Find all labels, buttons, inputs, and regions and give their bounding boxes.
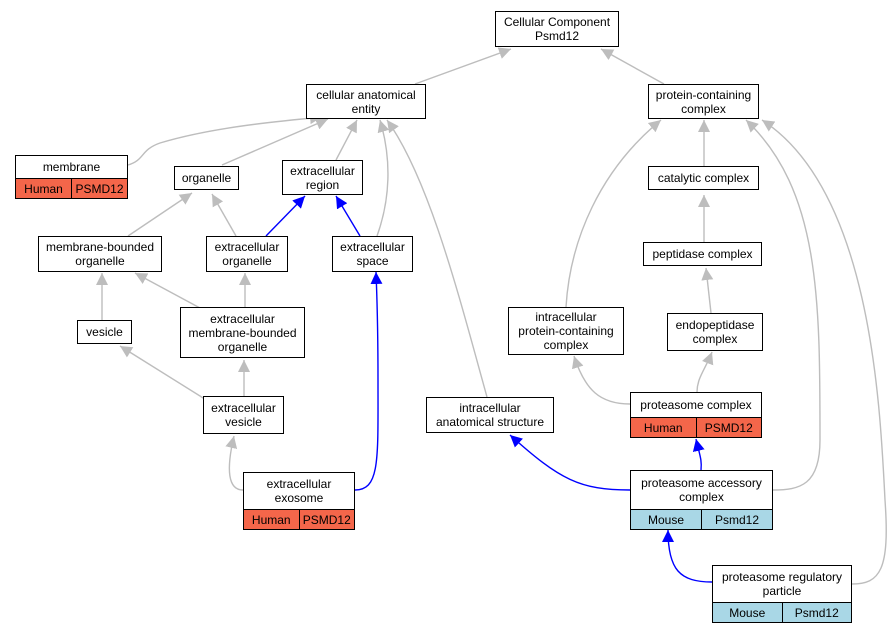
node-label: peptidase complex: [652, 247, 753, 261]
edge-es-to-cae: [376, 119, 390, 237]
edge-pac-to-proteasome: [692, 438, 705, 471]
node-intracellular-anatomical-structure[interactable]: intracellular anatomical structure: [426, 397, 554, 433]
gene-cell: Psmd12: [701, 510, 772, 529]
node-extracellular-exosome[interactable]: extracellular exosome Human PSMD12: [243, 472, 355, 530]
edge-organelle-to-cae: [221, 118, 329, 166]
edge-ev-to-vesicle: [119, 345, 209, 402]
node-label: endopeptidase complex: [675, 318, 755, 346]
annotation-row: Mouse Psmd12: [631, 509, 772, 529]
annotation-row: Human PSMD12: [244, 509, 354, 529]
node-proteasome-accessory-complex[interactable]: proteasome accessory complex Mouse Psmd1…: [630, 470, 773, 530]
edge-embo-to-mbo: [134, 272, 201, 309]
node-protein-containing-complex[interactable]: protein-containing complex: [648, 84, 759, 119]
node-label: proteasome accessory complex: [641, 476, 762, 504]
edge-membrane-to-cae: [127, 112, 323, 166]
node-label: extracellular membrane-bounded organelle: [188, 311, 297, 354]
node-proteasome-regulatory-particle[interactable]: proteasome regulatory particle Mouse Psm…: [712, 565, 852, 623]
edge-ipcc-to-pcc: [565, 119, 662, 308]
edge-eo-to-er: [265, 195, 306, 237]
node-label: cellular anatomical entity: [316, 87, 416, 116]
node-label: extracellular vesicle: [211, 401, 276, 429]
node-label: membrane: [42, 160, 101, 174]
node-endopeptidase-complex[interactable]: endopeptidase complex: [667, 313, 763, 351]
node-label: protein-containing complex: [655, 87, 752, 116]
edge-exosome-to-ev: [225, 435, 244, 491]
node-label: proteasome regulatory particle: [721, 570, 843, 598]
node-label: extracellular region: [290, 163, 355, 192]
gene-cell: Psmd12: [781, 603, 852, 622]
species-cell: Human: [643, 420, 683, 435]
node-membrane-bounded-organelle[interactable]: membrane-bounded organelle: [38, 236, 162, 272]
node-cellular-anatomical-entity[interactable]: cellular anatomical entity: [306, 84, 426, 119]
species-cell: Human: [24, 181, 63, 196]
edge-pac-to-ias: [509, 434, 631, 491]
node-vesicle[interactable]: vesicle: [77, 320, 132, 344]
annotation-row: Human PSMD12: [16, 178, 127, 198]
node-label: vesicle: [86, 325, 123, 339]
annotation-row: Human PSMD12: [631, 417, 761, 437]
edge-prp-to-pac: [662, 529, 713, 583]
node-extracellular-organelle[interactable]: extracellular organelle: [206, 236, 288, 272]
node-proteasome-complex[interactable]: proteasome complex Human PSMD12: [630, 392, 762, 438]
node-extracellular-space[interactable]: extracellular space: [332, 236, 413, 272]
node-cellular-component[interactable]: Cellular Component Psmd12: [495, 11, 619, 47]
edge-cae-to-cc: [414, 47, 512, 85]
edge-proteasome-to-endopeptidase: [696, 351, 714, 393]
edge-er-to-cae: [335, 119, 358, 161]
species-cell: Mouse: [729, 605, 766, 620]
edge-proteasome-to-ipcc: [571, 355, 631, 405]
edge-ias-to-cae: [386, 119, 488, 398]
node-catalytic-complex[interactable]: catalytic complex: [648, 166, 759, 190]
node-membrane[interactable]: membrane Human PSMD12: [15, 155, 128, 199]
edge-prp-to-pcc: [761, 119, 887, 585]
species-cell: Human: [251, 512, 291, 527]
node-label: extracellular space: [340, 240, 405, 268]
node-extracellular-vesicle[interactable]: extracellular vesicle: [203, 396, 284, 434]
node-label: catalytic complex: [657, 171, 750, 185]
species-cell: Mouse: [647, 512, 685, 527]
gene-cell: PSMD12: [298, 510, 355, 529]
edge-es-to-er: [335, 195, 361, 237]
node-organelle[interactable]: organelle: [174, 166, 239, 190]
node-label: extracellular exosome: [266, 477, 332, 505]
edge-eo-to-organelle: [211, 193, 237, 237]
node-intracellular-protein-containing-complex[interactable]: intracellular protein-containing complex: [508, 307, 624, 355]
node-peptidase-complex[interactable]: peptidase complex: [643, 242, 762, 266]
edge-exosome-to-es: [354, 271, 383, 491]
edge-mbo-to-organelle: [127, 192, 193, 237]
node-extracellular-region[interactable]: extracellular region: [282, 160, 363, 195]
node-label: organelle: [181, 171, 232, 185]
gene-cell: PSMD12: [71, 179, 127, 198]
node-label: proteasome complex: [640, 398, 752, 412]
edge-pac-to-pcc: [745, 119, 821, 491]
node-label: intracellular anatomical structure: [435, 401, 545, 429]
annotation-row: Mouse Psmd12: [713, 602, 851, 622]
node-extracellular-membrane-bounded-organelle[interactable]: extracellular membrane-bounded organelle: [180, 307, 305, 358]
node-label: Cellular Component Psmd12: [503, 15, 611, 43]
edge-pcc-to-cc: [600, 48, 665, 85]
node-label: extracellular organelle: [214, 240, 280, 268]
edge-endopeptidase-to-peptidase: [701, 267, 714, 314]
node-label: membrane-bounded organelle: [45, 240, 155, 268]
node-label: intracellular protein-containing complex: [518, 310, 614, 352]
gene-cell: PSMD12: [695, 418, 762, 437]
